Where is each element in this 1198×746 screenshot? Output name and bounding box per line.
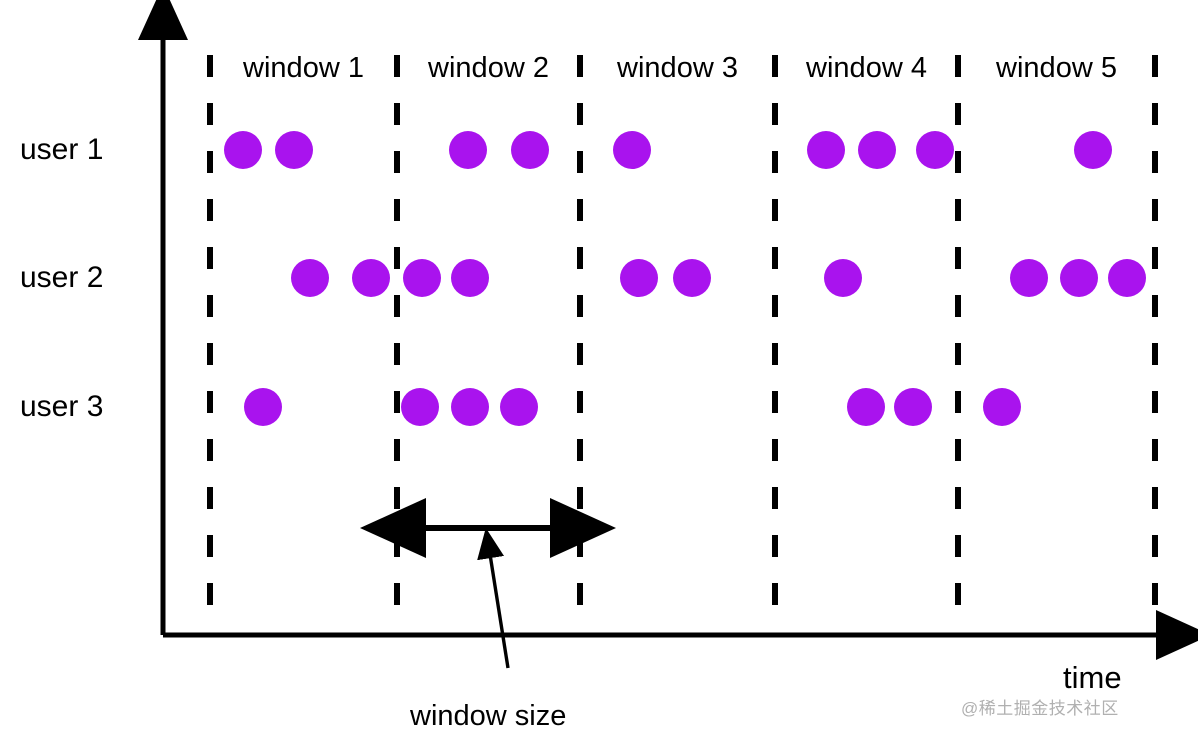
- event-dot-user2-5: [620, 259, 658, 297]
- event-dot-user1-8: [916, 131, 954, 169]
- event-dot-user1-4: [511, 131, 549, 169]
- row-label-user-2: user 2: [20, 261, 104, 294]
- window-label-3: window 3: [617, 52, 738, 84]
- event-dot-user2-9: [1060, 259, 1098, 297]
- event-dot-user2-6: [673, 259, 711, 297]
- window-size-label: window size: [410, 700, 567, 732]
- window-label-4: window 4: [806, 52, 927, 84]
- event-dot-user1-3: [449, 131, 487, 169]
- event-dot-user1-7: [858, 131, 896, 169]
- event-dot-user1-9: [1074, 131, 1112, 169]
- event-dot-user2-2: [352, 259, 390, 297]
- axes-group: [138, 0, 1198, 660]
- event-dot-user3-6: [894, 388, 932, 426]
- event-dot-user2-10: [1108, 259, 1146, 297]
- watermark-text: @稀土掘金技术社区: [961, 699, 1119, 718]
- event-dot-user1-1: [224, 131, 262, 169]
- event-dot-user2-7: [824, 259, 862, 297]
- row-label-user-1: user 1: [20, 133, 104, 166]
- event-dot-user3-4: [500, 388, 538, 426]
- x-axis-label-time: time: [1063, 660, 1122, 695]
- event-dot-user3-3: [451, 388, 489, 426]
- event-dot-user2-3: [403, 259, 441, 297]
- window-size-annotation-group: [360, 498, 616, 669]
- event-dot-user1-2: [275, 131, 313, 169]
- event-dot-user3-2: [401, 388, 439, 426]
- event-dot-user2-1: [291, 259, 329, 297]
- event-dot-user1-6: [807, 131, 845, 169]
- row-label-user-3: user 3: [20, 390, 104, 423]
- event-dot-user3-5: [847, 388, 885, 426]
- window-label-5: window 5: [996, 52, 1117, 84]
- window-label-1: window 1: [243, 52, 364, 84]
- event-dot-user2-8: [1010, 259, 1048, 297]
- window-label-2: window 2: [428, 52, 549, 84]
- event-dot-user2-4: [451, 259, 489, 297]
- event-dot-user3-7: [983, 388, 1021, 426]
- window-size-pointer-arrow: [477, 527, 510, 669]
- event-dots-group: [224, 131, 1146, 426]
- event-dot-user3-1: [244, 388, 282, 426]
- window-boundaries-group: [207, 55, 1158, 608]
- event-dot-user1-5: [613, 131, 651, 169]
